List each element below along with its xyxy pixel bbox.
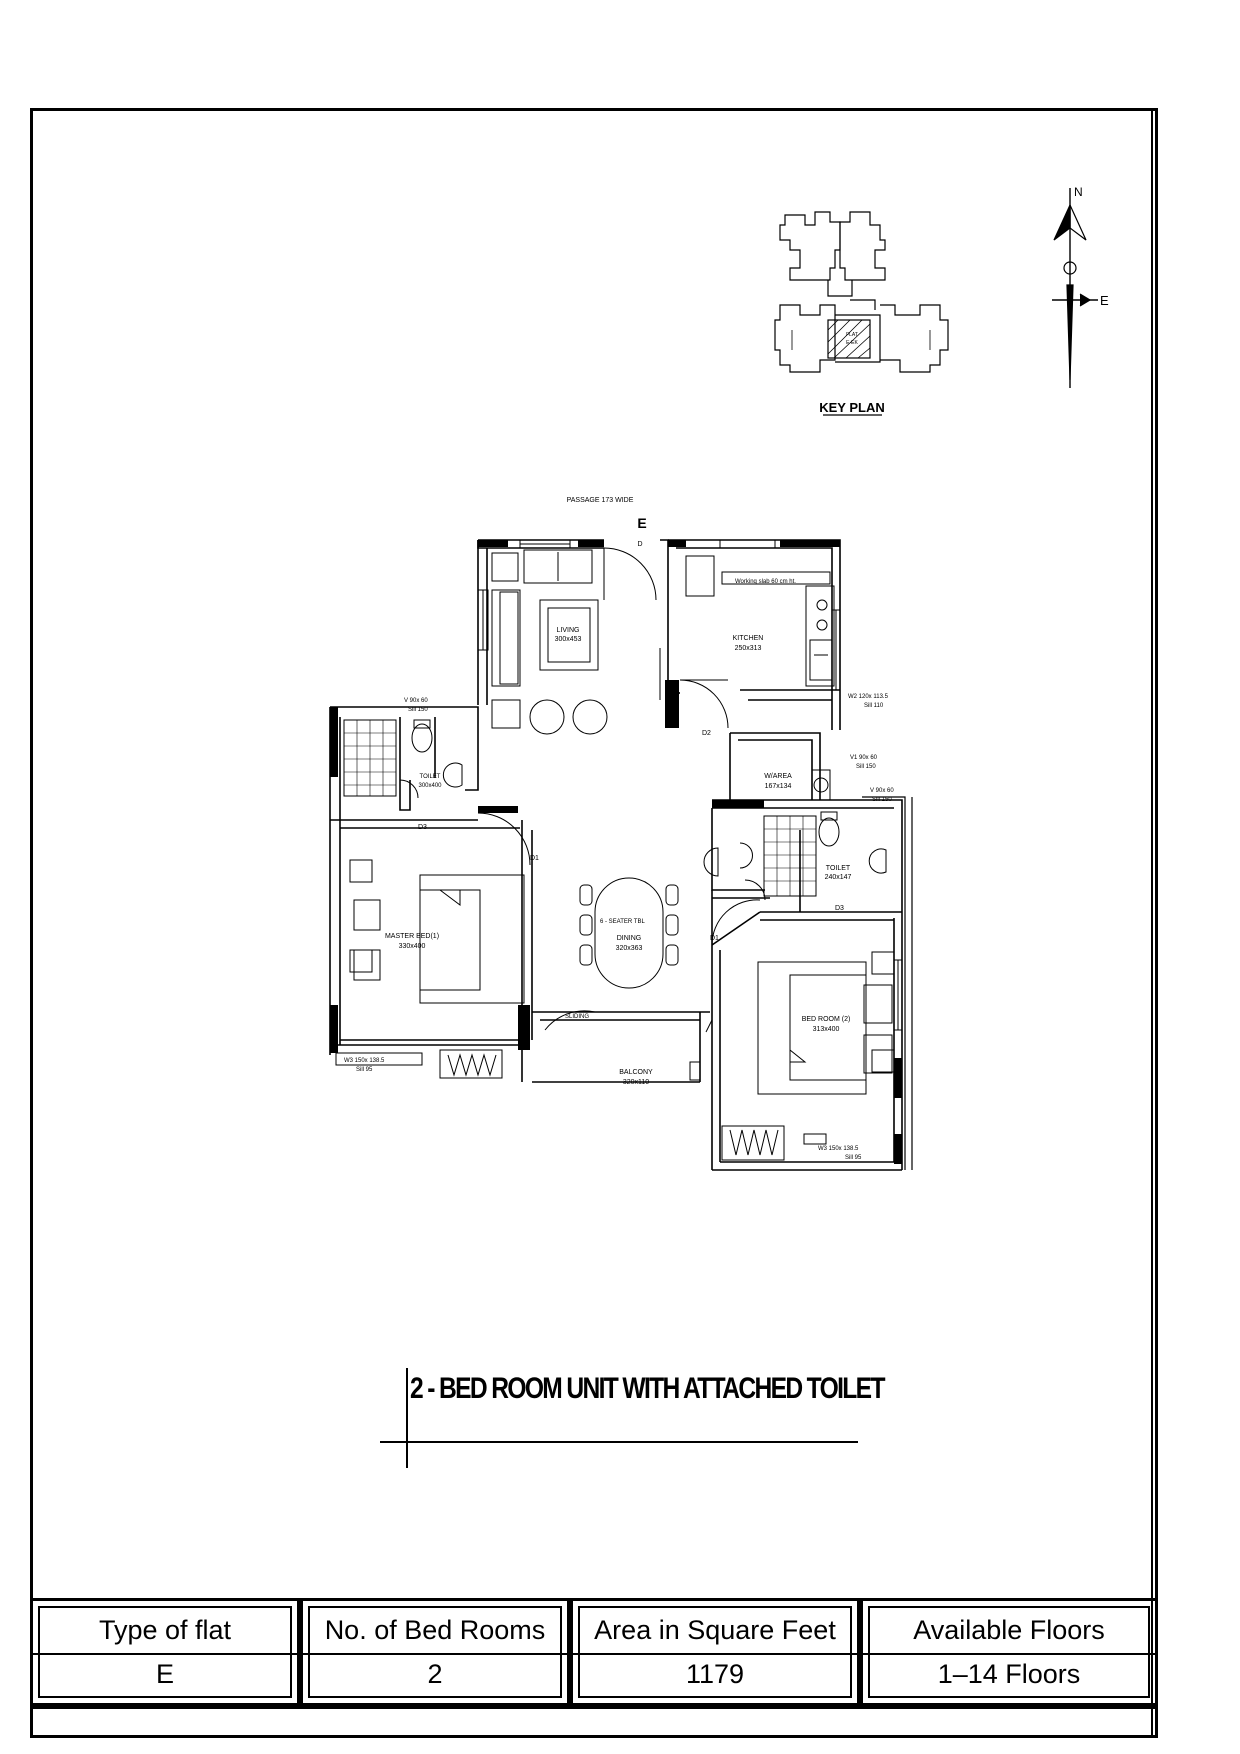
east-label: E	[1100, 293, 1109, 308]
d2-label: D2	[702, 730, 711, 737]
header-bed-rooms: No. of Bed Rooms	[324, 1615, 546, 1645]
living-size: 300x453	[555, 636, 582, 643]
plan-columns	[330, 540, 902, 1164]
w2-sill: Sill 110	[864, 703, 884, 709]
key-plan	[774, 211, 949, 373]
cell-bed-rooms: No. of Bed Rooms 2	[300, 1598, 570, 1706]
cell-available-floors: Available Floors 1–14 Floors	[860, 1598, 1158, 1706]
header-type-of-flat: Type of flat	[98, 1615, 232, 1645]
w3-right-label: W3 150x 138.5	[818, 1146, 859, 1152]
v-left-label: V 90x 60	[404, 698, 428, 704]
d1-right-label: D1	[710, 935, 719, 942]
w3-right-sill: Sill 95	[845, 1155, 862, 1161]
north-label: N	[1074, 185, 1083, 199]
header-available-floors: Available Floors	[913, 1615, 1105, 1645]
plan-doors	[399, 547, 766, 1031]
value-bed-rooms: 2	[427, 1659, 443, 1689]
balcony-size: 320x110	[623, 1079, 649, 1086]
title-block: 2 - BED ROOM UNIT WITH ATTACHED TOILET	[410, 1372, 988, 1406]
v1b-label: V 90x 60	[870, 788, 894, 794]
value-area: 1179	[685, 1659, 745, 1689]
toilet-left-size: 300x400	[418, 783, 442, 789]
master-size: 330x400	[399, 943, 426, 950]
frame-bottom-line	[30, 1706, 1158, 1709]
kitchen-size: 250x313	[735, 645, 762, 652]
w3-left-label: W3 150x 138.5	[344, 1058, 385, 1064]
value-type-of-flat: E	[155, 1659, 174, 1689]
bed2-name: BED ROOM (2)	[802, 1016, 851, 1023]
d1-left-label: D1	[530, 855, 539, 862]
key-plan-label: KEY PLAN	[819, 400, 885, 415]
flat-info-table: Type of flat E No. of Bed Rooms 2 Area i…	[30, 1598, 1158, 1706]
key-plan-flat-tag: FLAT	[846, 332, 858, 338]
warea-name: W/AREA	[764, 773, 792, 780]
master-name: MASTER BED(1)	[385, 933, 439, 940]
sliding-label: SLIDING	[565, 1014, 589, 1020]
v1a-label: V1 90x 60	[850, 755, 878, 761]
dining-note: 6 - SEATER TBL	[600, 919, 645, 925]
door-d-label: D	[637, 541, 642, 548]
w3-left-sill: Sill 95	[356, 1067, 373, 1073]
entry-label: E	[637, 515, 646, 531]
title-underline	[380, 1441, 858, 1443]
balcony-name: BALCONY	[619, 1069, 653, 1076]
passage-label: PASSAGE 173 WIDE	[567, 497, 634, 504]
toilet-right-size: 240x147	[825, 874, 852, 881]
warea-size: 167x134	[765, 783, 792, 790]
north-arrow-icon	[1052, 188, 1098, 388]
title-vertical-line	[406, 1368, 408, 1468]
cell-type-of-flat: Type of flat E	[30, 1598, 300, 1706]
v1a-sill: Sill 150	[856, 764, 876, 770]
dining-size: 320x363	[616, 945, 643, 952]
key-plan-flat-tag2: E-EK	[846, 340, 858, 346]
plan-windows	[335, 539, 903, 1161]
cell-area: Area in Square Feet 1179	[570, 1598, 860, 1706]
v-left-sill: Sill 150	[408, 707, 428, 713]
dining-name: DINING	[617, 935, 642, 942]
kitchen-note: Working slab 60 cm ht.	[735, 579, 796, 585]
living-name: LIVING	[557, 627, 580, 634]
plan-furniture	[343, 549, 895, 1095]
value-available-floors: 1–14 Floors	[937, 1659, 1081, 1689]
w2-label: W2 120x 113.5	[848, 694, 889, 700]
frame-double-line	[1151, 108, 1153, 1738]
header-area: Area in Square Feet	[594, 1615, 836, 1645]
kitchen-name: KITCHEN	[733, 635, 764, 642]
v1b-sill: Sill 150	[872, 797, 892, 803]
d3-right-label: D3	[835, 905, 844, 912]
d3-left-label: D3	[418, 824, 427, 831]
bed2-size: 313x400	[813, 1026, 840, 1033]
drawing-frame	[30, 108, 1158, 1738]
toilet-left-name: TOILET	[420, 774, 441, 780]
drawing-title: 2 - BED ROOM UNIT WITH ATTACHED TOILET	[410, 1372, 885, 1405]
toilet-right-name: TOILET	[826, 865, 851, 872]
